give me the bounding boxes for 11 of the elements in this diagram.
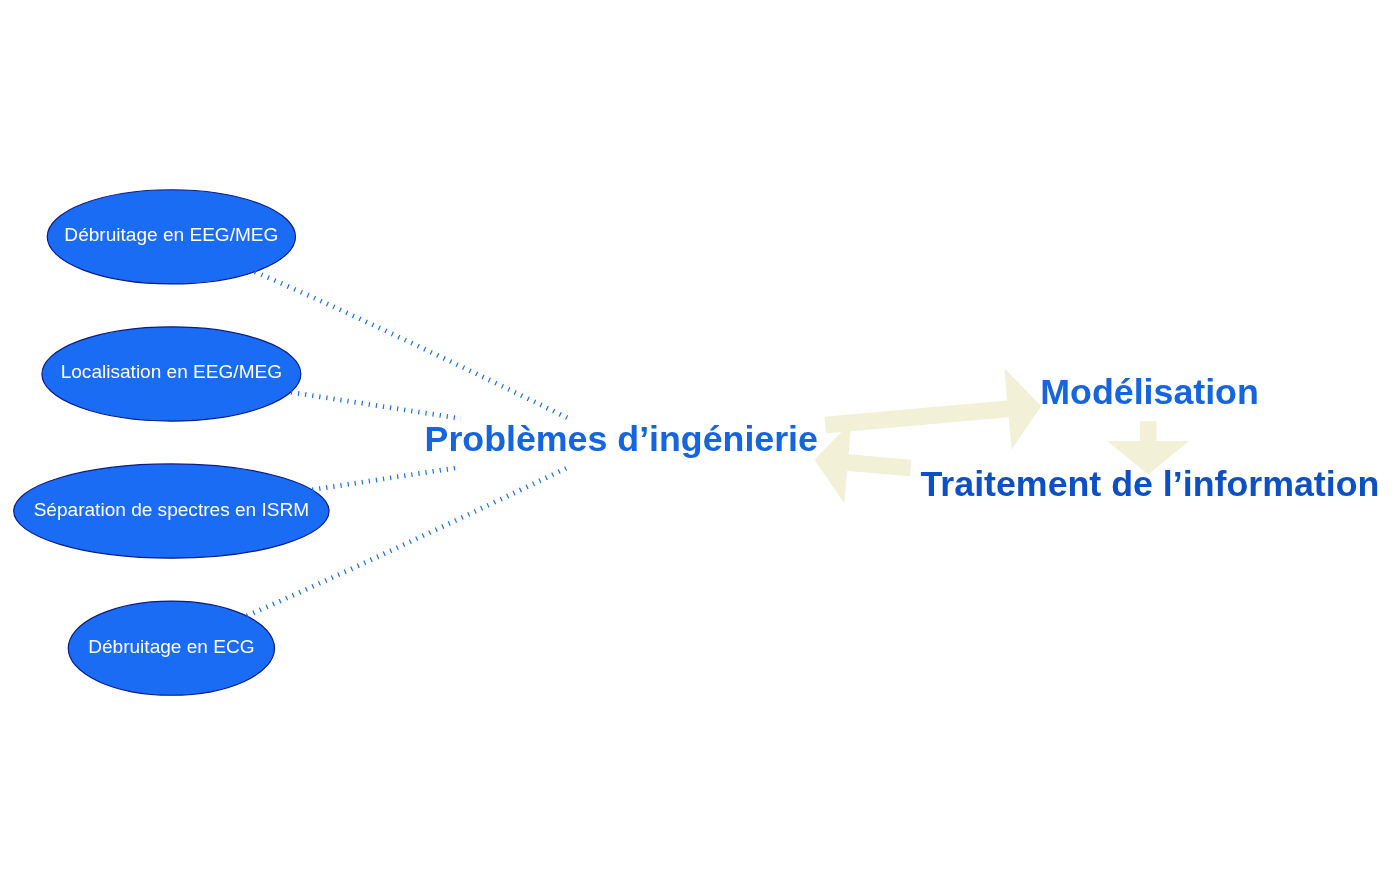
arrow [1107, 421, 1190, 475]
node-ellipse: Débruitage en EEG/MEG [46, 189, 297, 285]
connector [254, 269, 570, 421]
node-text: Modélisation [1040, 372, 1259, 413]
node-text: Traitement de l’information [920, 464, 1380, 505]
node-ellipse: Débruitage en ECG [67, 600, 276, 696]
connector [245, 465, 569, 618]
arrow [824, 368, 1042, 450]
node-ellipse: Localisation en EEG/MEG [41, 326, 302, 422]
node-text: Problèmes d’ingénierie [424, 418, 818, 459]
node-ellipse: Séparation de spectres en ISRM [13, 463, 330, 559]
